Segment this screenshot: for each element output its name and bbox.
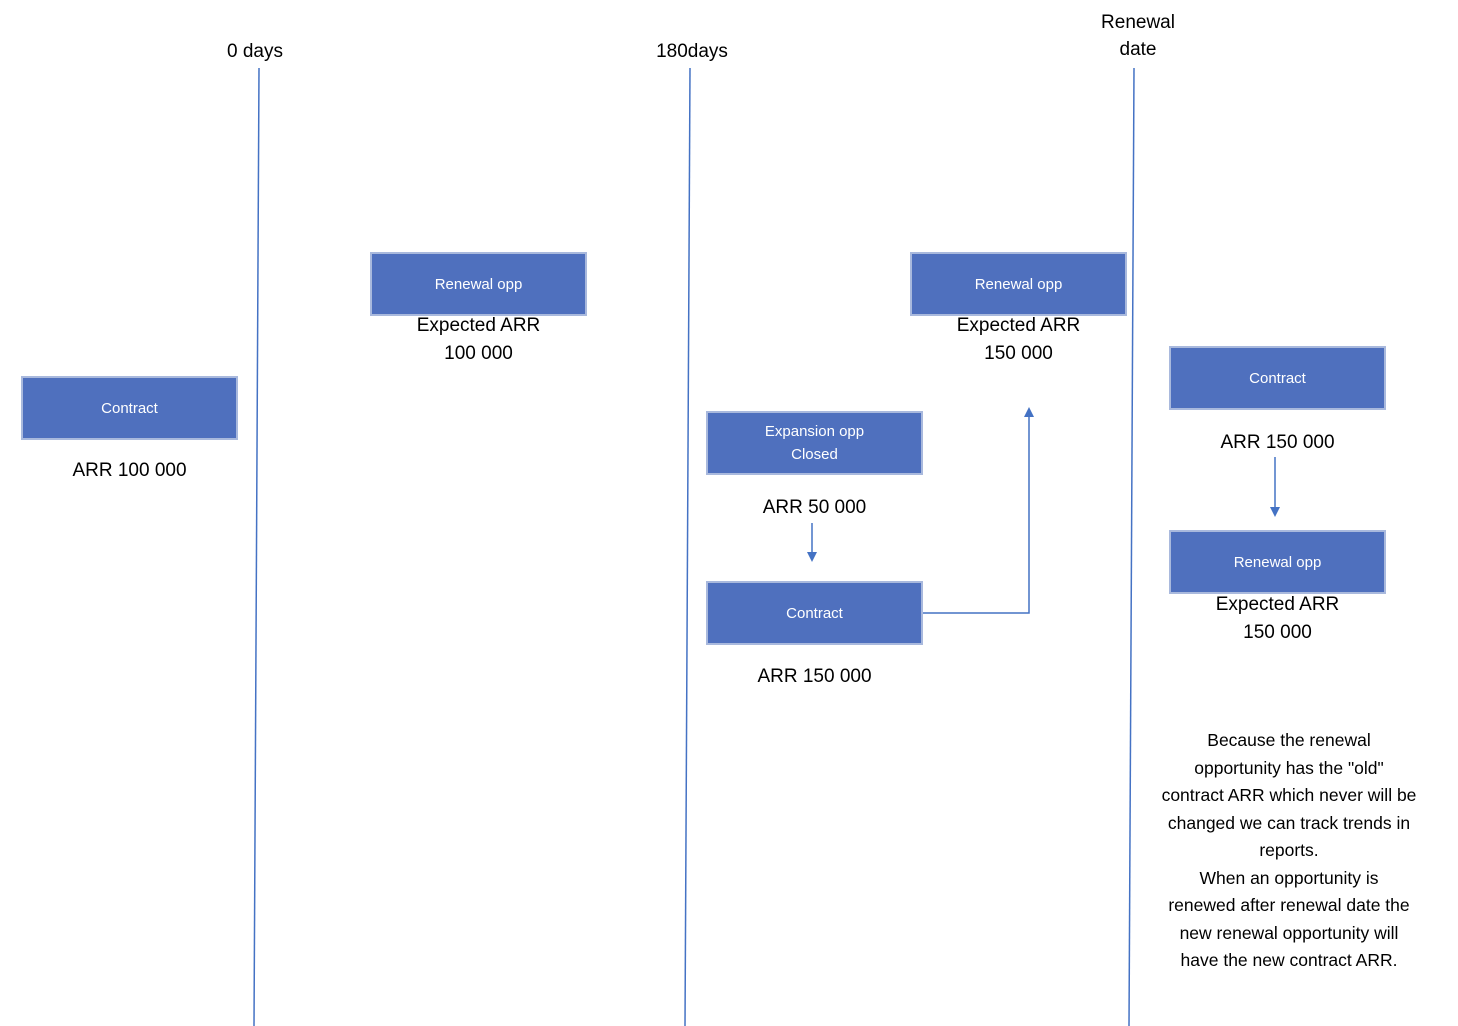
renewal-opp-box-after-label: Renewal opp [1233, 553, 1322, 571]
timeline-line-0-days [253, 67, 260, 1026]
renewal-expected-arr-start: Expected ARR 100 000 [416, 315, 541, 364]
contract-box-start: Contract [21, 376, 238, 440]
expansion-opp-box-line1: Expansion opp [764, 423, 865, 440]
contract-box-start-label: Contract [101, 399, 158, 417]
timeline-line-180-days [684, 67, 691, 1026]
renewal-expected-arr-mid: Expected ARR 150 000 [956, 315, 1081, 364]
timeline-label-180-days: 180days [656, 41, 728, 62]
renewal-expected-arr-after: Expected ARR 150 000 [1215, 594, 1340, 643]
renewal-opp-box-after: Renewal opp [1169, 530, 1386, 594]
renewal-opp-box-start: Renewal opp [370, 252, 587, 316]
timeline-label-renewal-date: Renewal date [1101, 12, 1175, 60]
contract-box-mid: Contract [706, 581, 923, 645]
contract-arr-after: ARR 150 000 [1220, 432, 1335, 453]
contract-box-after-label: Contract [1249, 369, 1306, 387]
expansion-arr: ARR 50 000 [762, 497, 867, 518]
renewal-opp-box-mid: Renewal opp [910, 252, 1127, 316]
connector-contract-to-renewal [922, 407, 1034, 614]
renewal-opp-box-mid-label: Renewal opp [974, 275, 1063, 293]
contract-box-mid-label: Contract [786, 604, 843, 622]
expansion-opp-box: Expansion opp Closed [706, 411, 923, 475]
contract-arr-start: ARR 100 000 [72, 460, 187, 481]
contract-arr-mid: ARR 150 000 [757, 666, 872, 687]
expansion-opp-box-line2: Closed [791, 446, 838, 463]
contract-box-after: Contract [1169, 346, 1386, 410]
renewal-opp-box-start-label: Renewal opp [434, 275, 523, 293]
timeline-line-renewal-date [1128, 67, 1135, 1026]
explanation-note: Because the renewal opportunity has the … [1161, 730, 1417, 970]
timeline-label-0-days: 0 days [227, 41, 283, 62]
